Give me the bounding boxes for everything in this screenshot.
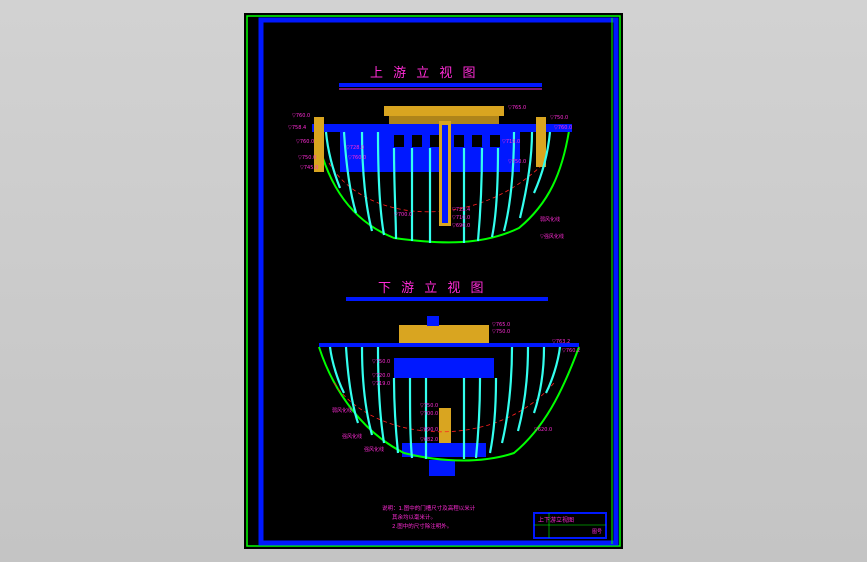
outer-frame [246,15,621,547]
svg-text:上下游立视图: 上下游立视图 [538,516,574,524]
notes: 说明：1.图中的门槽尺寸及高程以米计 其余均以毫米计。 2.图中的尺寸除注明外。 [382,504,476,530]
svg-text:▽710.0: ▽710.0 [452,215,470,221]
svg-text:其余均以毫米计。: 其余均以毫米计。 [392,513,436,521]
svg-text:▽760.0: ▽760.0 [348,155,366,161]
svg-text:▽620.0: ▽620.0 [534,427,552,433]
svg-text:强风化线: 强风化线 [364,446,384,453]
title-block: 上下游立视图 图号 [533,512,607,539]
svg-text:说明：1.图中的门槽尺寸及高程以米计: 说明：1.图中的门槽尺寸及高程以米计 [382,504,476,512]
svg-text:▽760.0: ▽760.0 [554,125,572,131]
svg-text:▽750.0: ▽750.0 [420,403,438,409]
svg-text:弱风化线: 弱风化线 [540,216,560,223]
svg-text:▽750.0: ▽750.0 [492,329,510,335]
svg-text:图号: 图号 [592,529,602,535]
svg-text:强风化线: 强风化线 [342,433,362,440]
drawing-sheet[interactable]: 上 游 立 视 图 [244,13,623,549]
svg-text:弱风化线: 弱风化线 [332,407,352,414]
upstream-title: 上 游 立 视 图 [370,66,479,81]
svg-text:▽765.0: ▽765.0 [508,105,526,111]
svg-text:▽690.0: ▽690.0 [420,427,438,433]
svg-text:▽750.0: ▽750.0 [372,359,390,365]
svg-text:▽700.0: ▽700.0 [420,411,438,417]
svg-text:▽750.0: ▽750.0 [298,155,316,161]
svg-text:▽760.2: ▽760.2 [562,348,580,354]
svg-text:▽722.4: ▽722.4 [452,207,470,213]
svg-text:▽690.0: ▽690.0 [452,223,470,229]
svg-text:▽760.0: ▽760.0 [296,139,314,145]
svg-text:▽750.0: ▽750.0 [550,115,568,121]
upstream-foundation-curve [315,130,570,244]
svg-text:2.图中的尺寸除注明外。: 2.图中的尺寸除注明外。 [392,522,452,530]
svg-text:▽719.0: ▽719.0 [502,139,520,145]
downstream-title: 下 游 立 视 图 [378,281,487,296]
downstream-foundation-curve [318,346,580,462]
svg-text:▽700.0: ▽700.0 [394,212,412,218]
svg-text:▽强风化线: ▽强风化线 [540,233,564,240]
svg-text:▽682.0: ▽682.0 [420,437,438,443]
svg-text:▽720.0: ▽720.0 [372,373,390,379]
svg-text:▽745.0: ▽745.0 [300,165,318,171]
blue-frame [258,17,619,546]
downstream-view: 下 游 立 视 图 ▽765.0 ▽750 [318,281,580,476]
svg-text:▽719.0: ▽719.0 [372,381,390,387]
upstream-view: 上 游 立 视 图 [288,66,572,244]
svg-text:▽765.0: ▽765.0 [492,322,510,328]
svg-text:▽763.2: ▽763.2 [552,339,570,345]
svg-text:▽758.4: ▽758.4 [288,125,306,131]
svg-text:▽760.0: ▽760.0 [292,113,310,119]
svg-text:▽728.0: ▽728.0 [346,145,364,151]
svg-text:▽750.0: ▽750.0 [508,159,526,165]
